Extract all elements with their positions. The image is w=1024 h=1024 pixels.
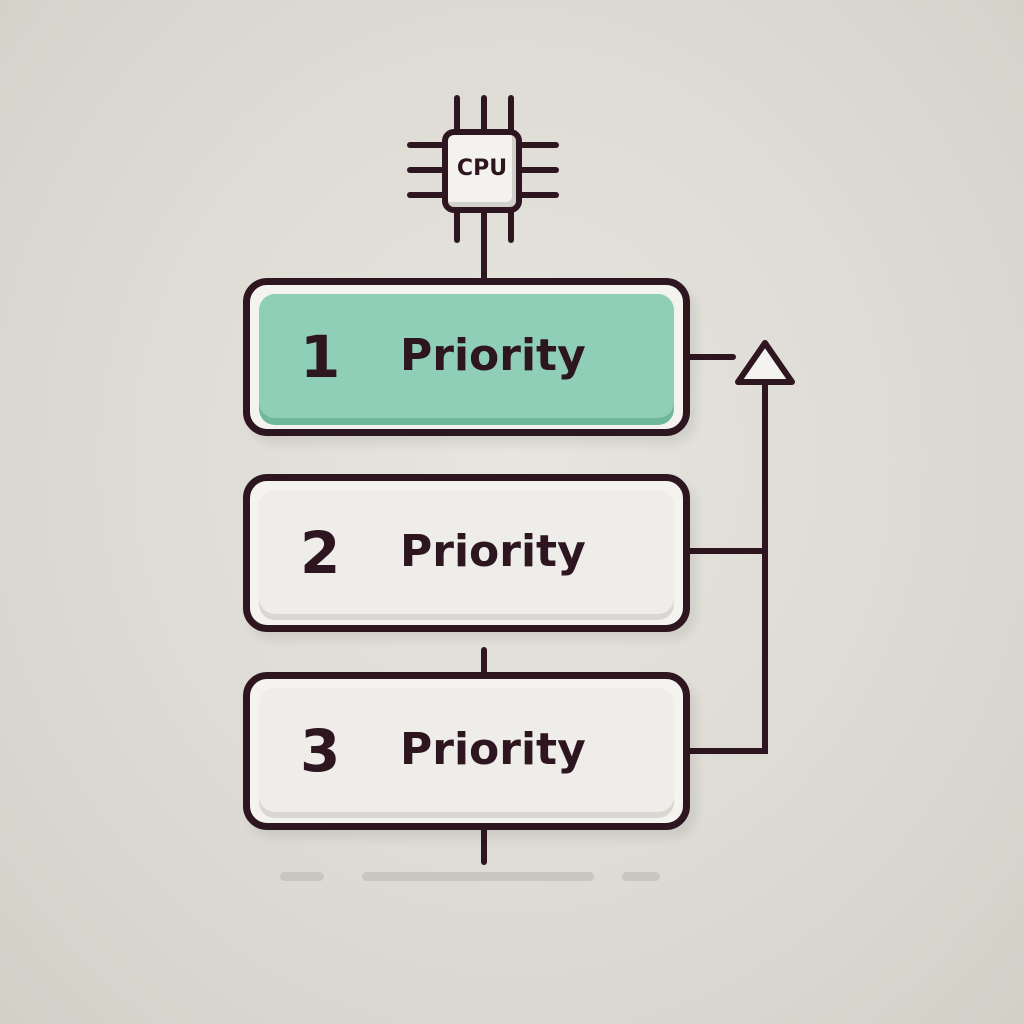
- priority-queue-1-number: 1: [300, 323, 341, 391]
- priority-queue-1-label: Priority: [400, 330, 586, 381]
- feedback-path: [687, 375, 768, 754]
- priority-queue-2-number: 2: [300, 519, 341, 587]
- cpu-chip: CPU: [442, 129, 522, 213]
- baseline-dash-center: [362, 872, 594, 881]
- priority-queue-3: 3 Priority: [243, 672, 690, 830]
- priority-queue-2-fill: [259, 490, 674, 614]
- priority-queue-2-label: Priority: [400, 526, 586, 577]
- cpu-label: CPU: [456, 156, 508, 181]
- baseline-dash-right: [622, 872, 660, 881]
- promotion-arrow-icon: [735, 340, 795, 385]
- baseline-dash-left: [280, 872, 324, 881]
- priority-queue-1-fill: [259, 294, 674, 418]
- priority-queue-3-fill: [259, 688, 674, 812]
- priority-queue-3-label: Priority: [400, 724, 586, 775]
- priority-queue-3-number: 3: [300, 717, 341, 785]
- priority-queue-2: 2 Priority: [243, 474, 690, 632]
- priority-queue-1: 1 Priority: [243, 278, 690, 436]
